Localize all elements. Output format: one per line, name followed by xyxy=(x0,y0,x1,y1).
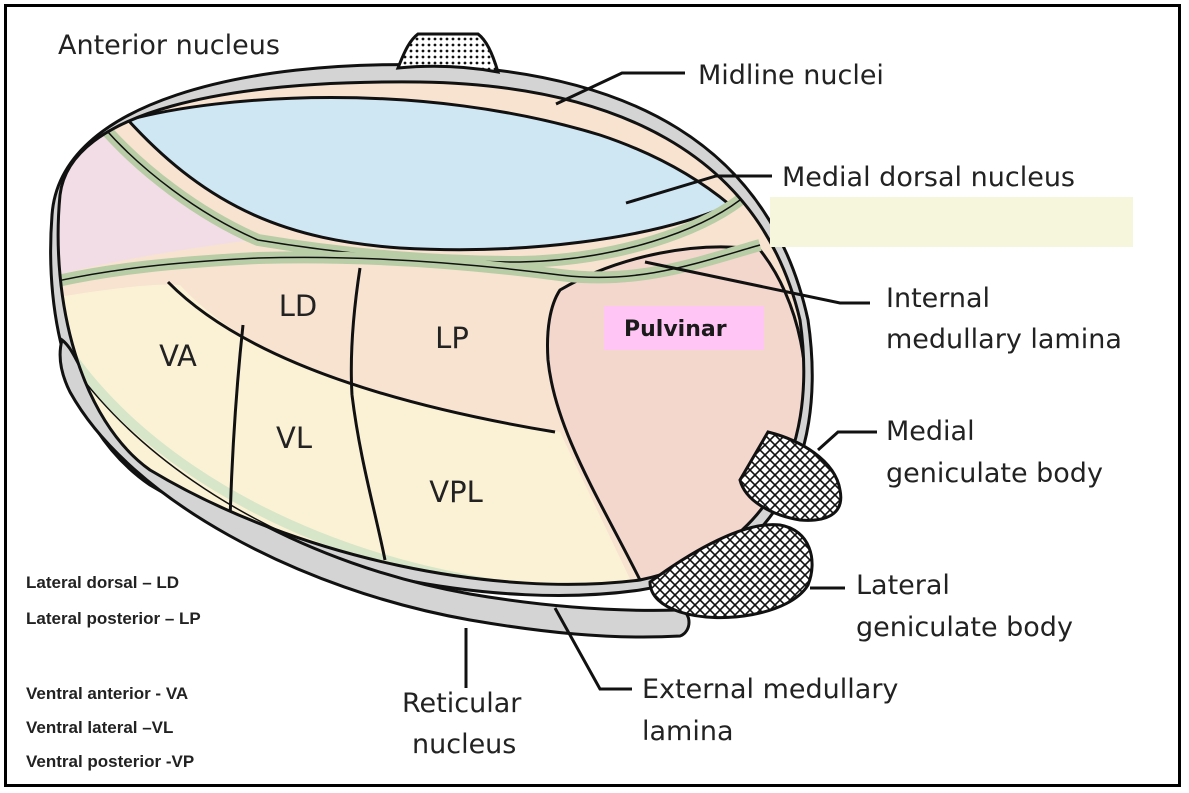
label-lateral-geniculate-line2: geniculate body xyxy=(856,612,1073,643)
legend-item: Ventral anterior - VA xyxy=(26,684,188,703)
region-label-vl: VL xyxy=(276,421,312,455)
label-external-lamina-line1: External medullary xyxy=(642,674,898,705)
legend-item: Ventral posterior -VP xyxy=(26,752,194,771)
legend-item: Lateral posterior – LP xyxy=(26,609,201,628)
label-internal-lamina-line1: Internal xyxy=(886,283,990,314)
label-midline-nuclei: Midline nuclei xyxy=(698,60,884,91)
midline-knob xyxy=(398,34,498,72)
label-medial-geniculate-line2: geniculate body xyxy=(886,458,1103,489)
label-internal-lamina-line2: medullary lamina xyxy=(886,324,1122,355)
label-external-lamina-line2: lamina xyxy=(642,716,734,747)
label-medial-geniculate-line1: Medial xyxy=(886,416,975,447)
region-label-vpl: VPL xyxy=(429,475,482,509)
region-label-lp: LP xyxy=(435,321,469,355)
region-label-pulvinar: Pulvinar xyxy=(624,317,727,342)
label-reticular-line1: Reticular xyxy=(402,688,522,719)
region-label-va: VA xyxy=(159,339,197,373)
label-reticular-line2: nucleus xyxy=(412,729,516,760)
label-anterior-nucleus: Anterior nucleus xyxy=(58,30,280,61)
label-medial-dorsal-nucleus: Medial dorsal nucleus xyxy=(782,162,1075,193)
label-lateral-geniculate-line1: Lateral xyxy=(856,570,950,601)
legend-item: Ventral lateral –VL xyxy=(26,718,173,737)
legend-item: Lateral dorsal – LD xyxy=(26,573,179,592)
yellow-highlight-box xyxy=(770,197,1133,247)
leader-medial-geniculate xyxy=(818,432,877,450)
region-label-ld: LD xyxy=(279,289,318,323)
